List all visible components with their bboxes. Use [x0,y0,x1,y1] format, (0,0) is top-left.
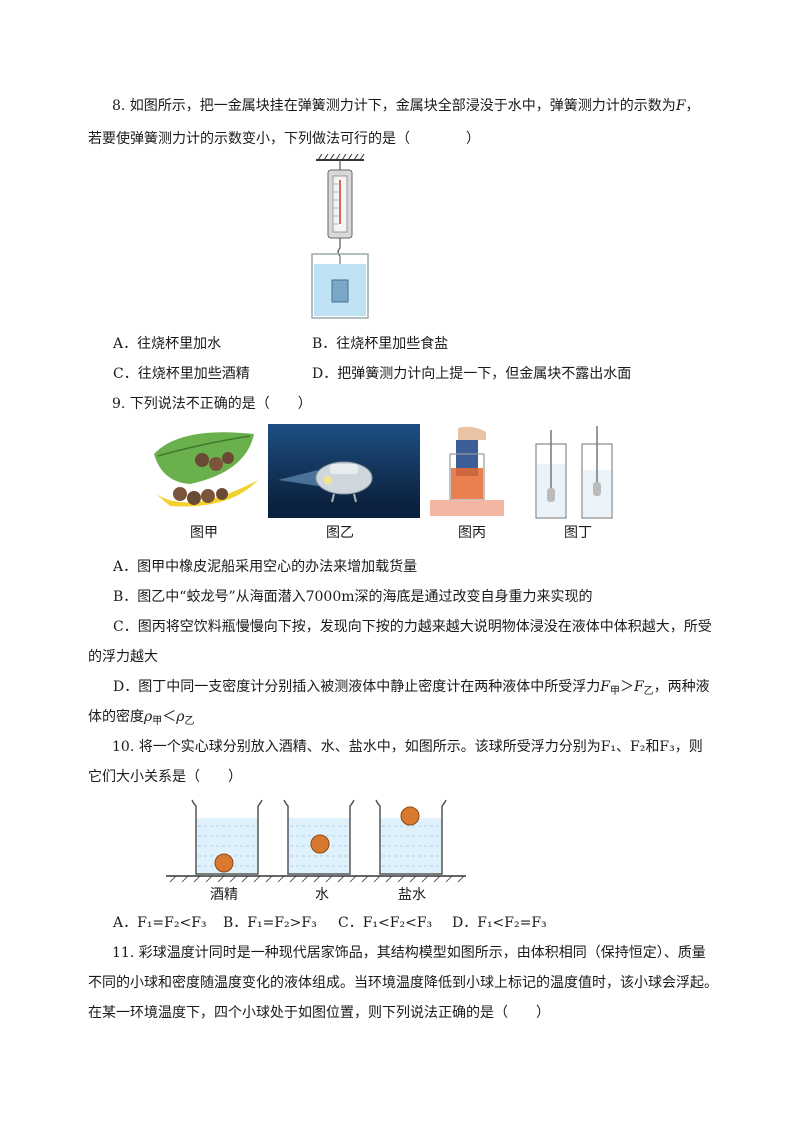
q10-option-a: A．F₁=F₂<F₃ [113,915,207,931]
figure-jia-image [154,432,258,507]
q9-option-d-line1: D．图丁中同一支密度计分别插入被测液体中静止密度计在两种液体中所受浮力F甲＞F乙… [113,679,710,697]
label-salt-water: 盐水 [398,887,426,903]
caption-ding: 图丁 [564,525,592,541]
q10-option-d: D．F₁<F₂=F₃ [452,915,547,931]
caption-bing: 图丙 [458,525,486,541]
q8-option-d: D．把弹簧测力计向上提一下，但金属块不露出水面 [312,366,632,382]
three-beakers-figure [166,799,466,883]
q11-stem-line3: 在某一环境温度下，四个小球处于如图位置，则下列说法正确的是（ ） [88,1005,550,1021]
figure-yi-image [268,424,420,518]
q8-option-c: C．往烧杯里加些酒精 [113,366,250,382]
q9-option-b: B．图乙中“蛟龙号”从海面潜入7000m深的海底是通过改变自身重力来实现的 [113,589,593,605]
label-alcohol: 酒精 [210,887,238,903]
q11-stem-line2: 不同的小球和密度随温度变化的液体组成。当环境温度降低到小球上标记的温度值时，该小… [88,975,718,991]
label-water: 水 [315,887,329,903]
q9-option-a: A．图甲中橡皮泥船采用空心的办法来增加载货量 [113,559,418,575]
q8-option-a: A．往烧杯里加水 [113,336,222,352]
q10-option-b: B．F₁=F₂>F₃ [223,915,317,931]
q10-option-c: C．F₁<F₂<F₃ [338,915,433,931]
q10-stem-line2: 它们大小关系是（ ） [88,769,242,785]
caption-yi: 图乙 [326,525,354,541]
caption-jia: 图甲 [190,525,218,541]
q9-stem: 9. 下列说法不正确的是（ ） [112,396,312,412]
q8-stem-line2: 若要使弹簧测力计的示数变小，下列做法可行的是（ ） [88,131,480,147]
q9-option-d-line2: 体的密度ρ甲＜ρ乙 [88,709,195,727]
q9-option-c-line2: 的浮力越大 [88,649,158,665]
q11-stem-line1: 11. 彩球温度计同时是一种现代居家饰品，其结构模型如图所示，由体积相同（保持恒… [112,945,706,961]
figure-ding-image [535,426,613,519]
spring-scale-figure [311,153,369,319]
q10-stem-line1: 10. 将一个实心球分别放入酒精、水、盐水中，如图所示。该球所受浮力分别为F₁、… [112,739,703,755]
q8-stem-line1: 8. 如图所示，把一金属块挂在弹簧测力计下，金属块全部浸没于水中，弹簧测力计的示… [112,98,700,114]
q8-option-b: B．往烧杯里加些食盐 [312,336,449,352]
figure-bing-image [428,424,506,518]
q9-option-c-line1: C．图丙将空饮料瓶慢慢向下按，发现向下按的力越来越大说明物体浸没在液体中体积越大… [113,619,712,635]
